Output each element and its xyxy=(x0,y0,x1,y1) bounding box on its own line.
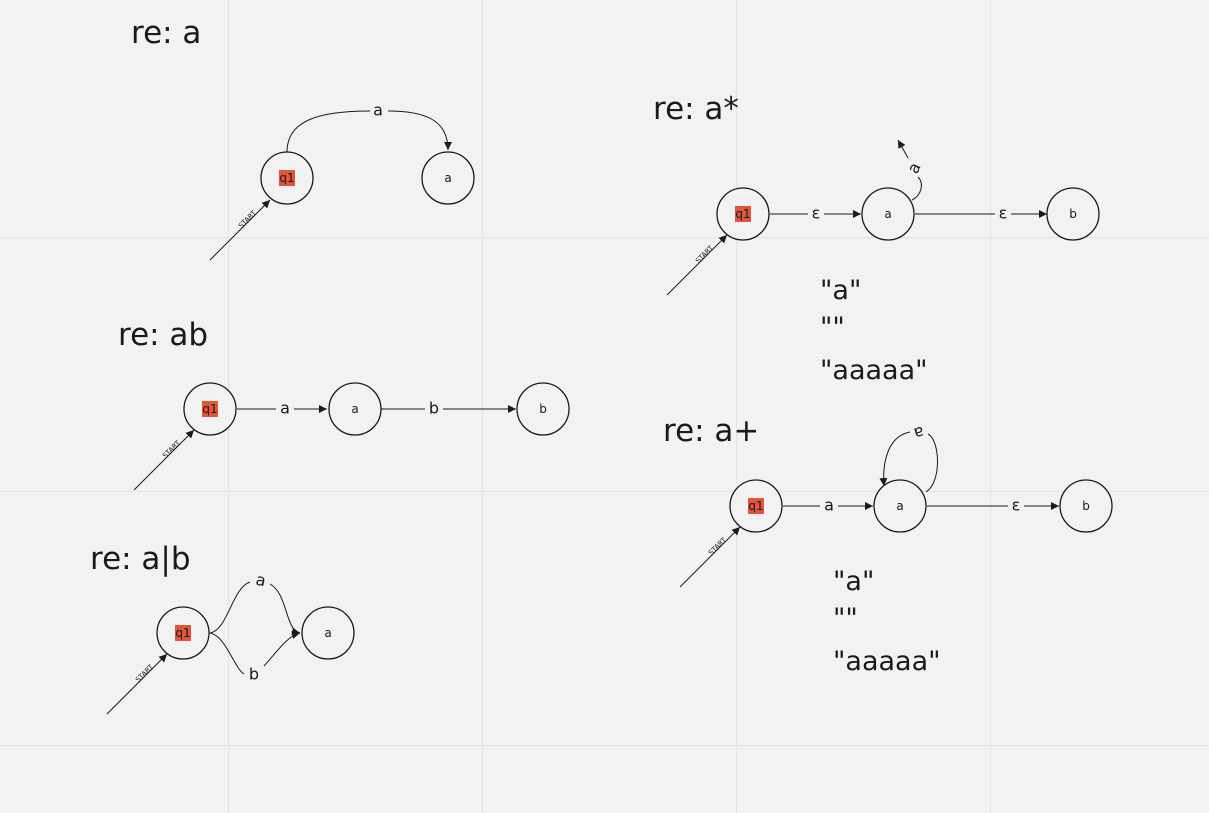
state-a: a xyxy=(328,382,382,436)
state-label: b xyxy=(1069,207,1077,221)
transition-label: ε xyxy=(999,204,1008,223)
state-label: b xyxy=(1082,499,1090,513)
start-label: START xyxy=(694,244,715,265)
start-arrow: START xyxy=(209,199,271,261)
diagram-re-ab: re: ab a b START q1 a b xyxy=(118,317,570,491)
example-string: "aaaaa" xyxy=(820,355,928,386)
example-string: "a" xyxy=(833,566,874,597)
state-label: q1 xyxy=(735,207,750,221)
example-string: "" xyxy=(820,312,845,343)
diagram-title: re: a|b xyxy=(90,541,191,577)
example-string: "aaaaa" xyxy=(833,646,941,677)
start-arrow: START xyxy=(666,234,728,296)
transition-arrow-lower xyxy=(209,633,300,675)
state-q1: q1 xyxy=(156,606,210,660)
start-label: START xyxy=(237,209,258,230)
transition-label: a xyxy=(280,399,290,418)
transition-label: b xyxy=(249,665,259,684)
state-label: b xyxy=(539,402,547,416)
diagram-title: re: a+ xyxy=(663,413,759,449)
transition-label: a xyxy=(903,160,924,177)
start-arrow: START xyxy=(133,429,195,491)
start-label: START xyxy=(161,439,182,460)
state-b: b xyxy=(516,382,570,436)
state-label: a xyxy=(896,499,903,513)
start-arrow: START xyxy=(106,653,168,715)
example-strings: "a" "" "aaaaa" xyxy=(820,275,928,386)
state-q1: q1 xyxy=(183,382,237,436)
transition-label: a xyxy=(824,496,834,515)
example-string: "a" xyxy=(820,275,861,306)
diagram-re-a: re: a a START q1 a xyxy=(131,15,475,261)
state-b: b xyxy=(1046,187,1100,241)
start-label: START xyxy=(707,536,728,557)
example-strings: "a" "" "aaaaa" xyxy=(833,566,941,677)
state-a: a xyxy=(301,606,355,660)
transition-label: b xyxy=(429,399,439,418)
state-label: a xyxy=(444,171,451,185)
state-label: q1 xyxy=(175,626,190,640)
diagram-title: re: a* xyxy=(653,91,739,127)
state-label: a xyxy=(351,402,358,416)
example-string: "" xyxy=(833,603,858,634)
state-q1: q1 xyxy=(729,479,783,533)
diagram-re-a-star: re: a* ε ε a START q1 a b "a" "" "a xyxy=(653,91,1100,386)
transition-label: a xyxy=(254,570,268,591)
state-q1: q1 xyxy=(716,187,770,241)
state-label: q1 xyxy=(748,499,763,513)
state-a: a xyxy=(861,187,915,241)
state-q1: q1 xyxy=(260,151,314,205)
start-label: START xyxy=(134,663,155,684)
loop-arrow xyxy=(898,140,922,201)
start-arrow: START xyxy=(679,526,741,588)
state-b: b xyxy=(1059,479,1113,533)
diagram-title: re: ab xyxy=(118,317,208,353)
diagram-re-a-or-b: re: a|b a b START q1 a xyxy=(90,541,355,715)
diagram-re-a-plus: re: a+ a ε a START q1 a b "a" "" "a xyxy=(663,413,1113,677)
state-a: a xyxy=(421,151,475,205)
state-label: a xyxy=(884,207,891,221)
transition-label: a xyxy=(912,423,926,444)
transition-label: ε xyxy=(1012,496,1021,515)
diagram-title: re: a xyxy=(131,15,201,51)
transition-label: ε xyxy=(812,204,821,223)
state-label: q1 xyxy=(279,171,294,185)
loop-arrow xyxy=(884,431,938,492)
state-a: a xyxy=(873,479,927,533)
transition-arrow-q1-to-a xyxy=(286,110,448,152)
transition-arrow-upper xyxy=(209,581,300,633)
transition-label: a xyxy=(373,101,383,120)
state-label: q1 xyxy=(202,402,217,416)
state-label: a xyxy=(324,626,331,640)
